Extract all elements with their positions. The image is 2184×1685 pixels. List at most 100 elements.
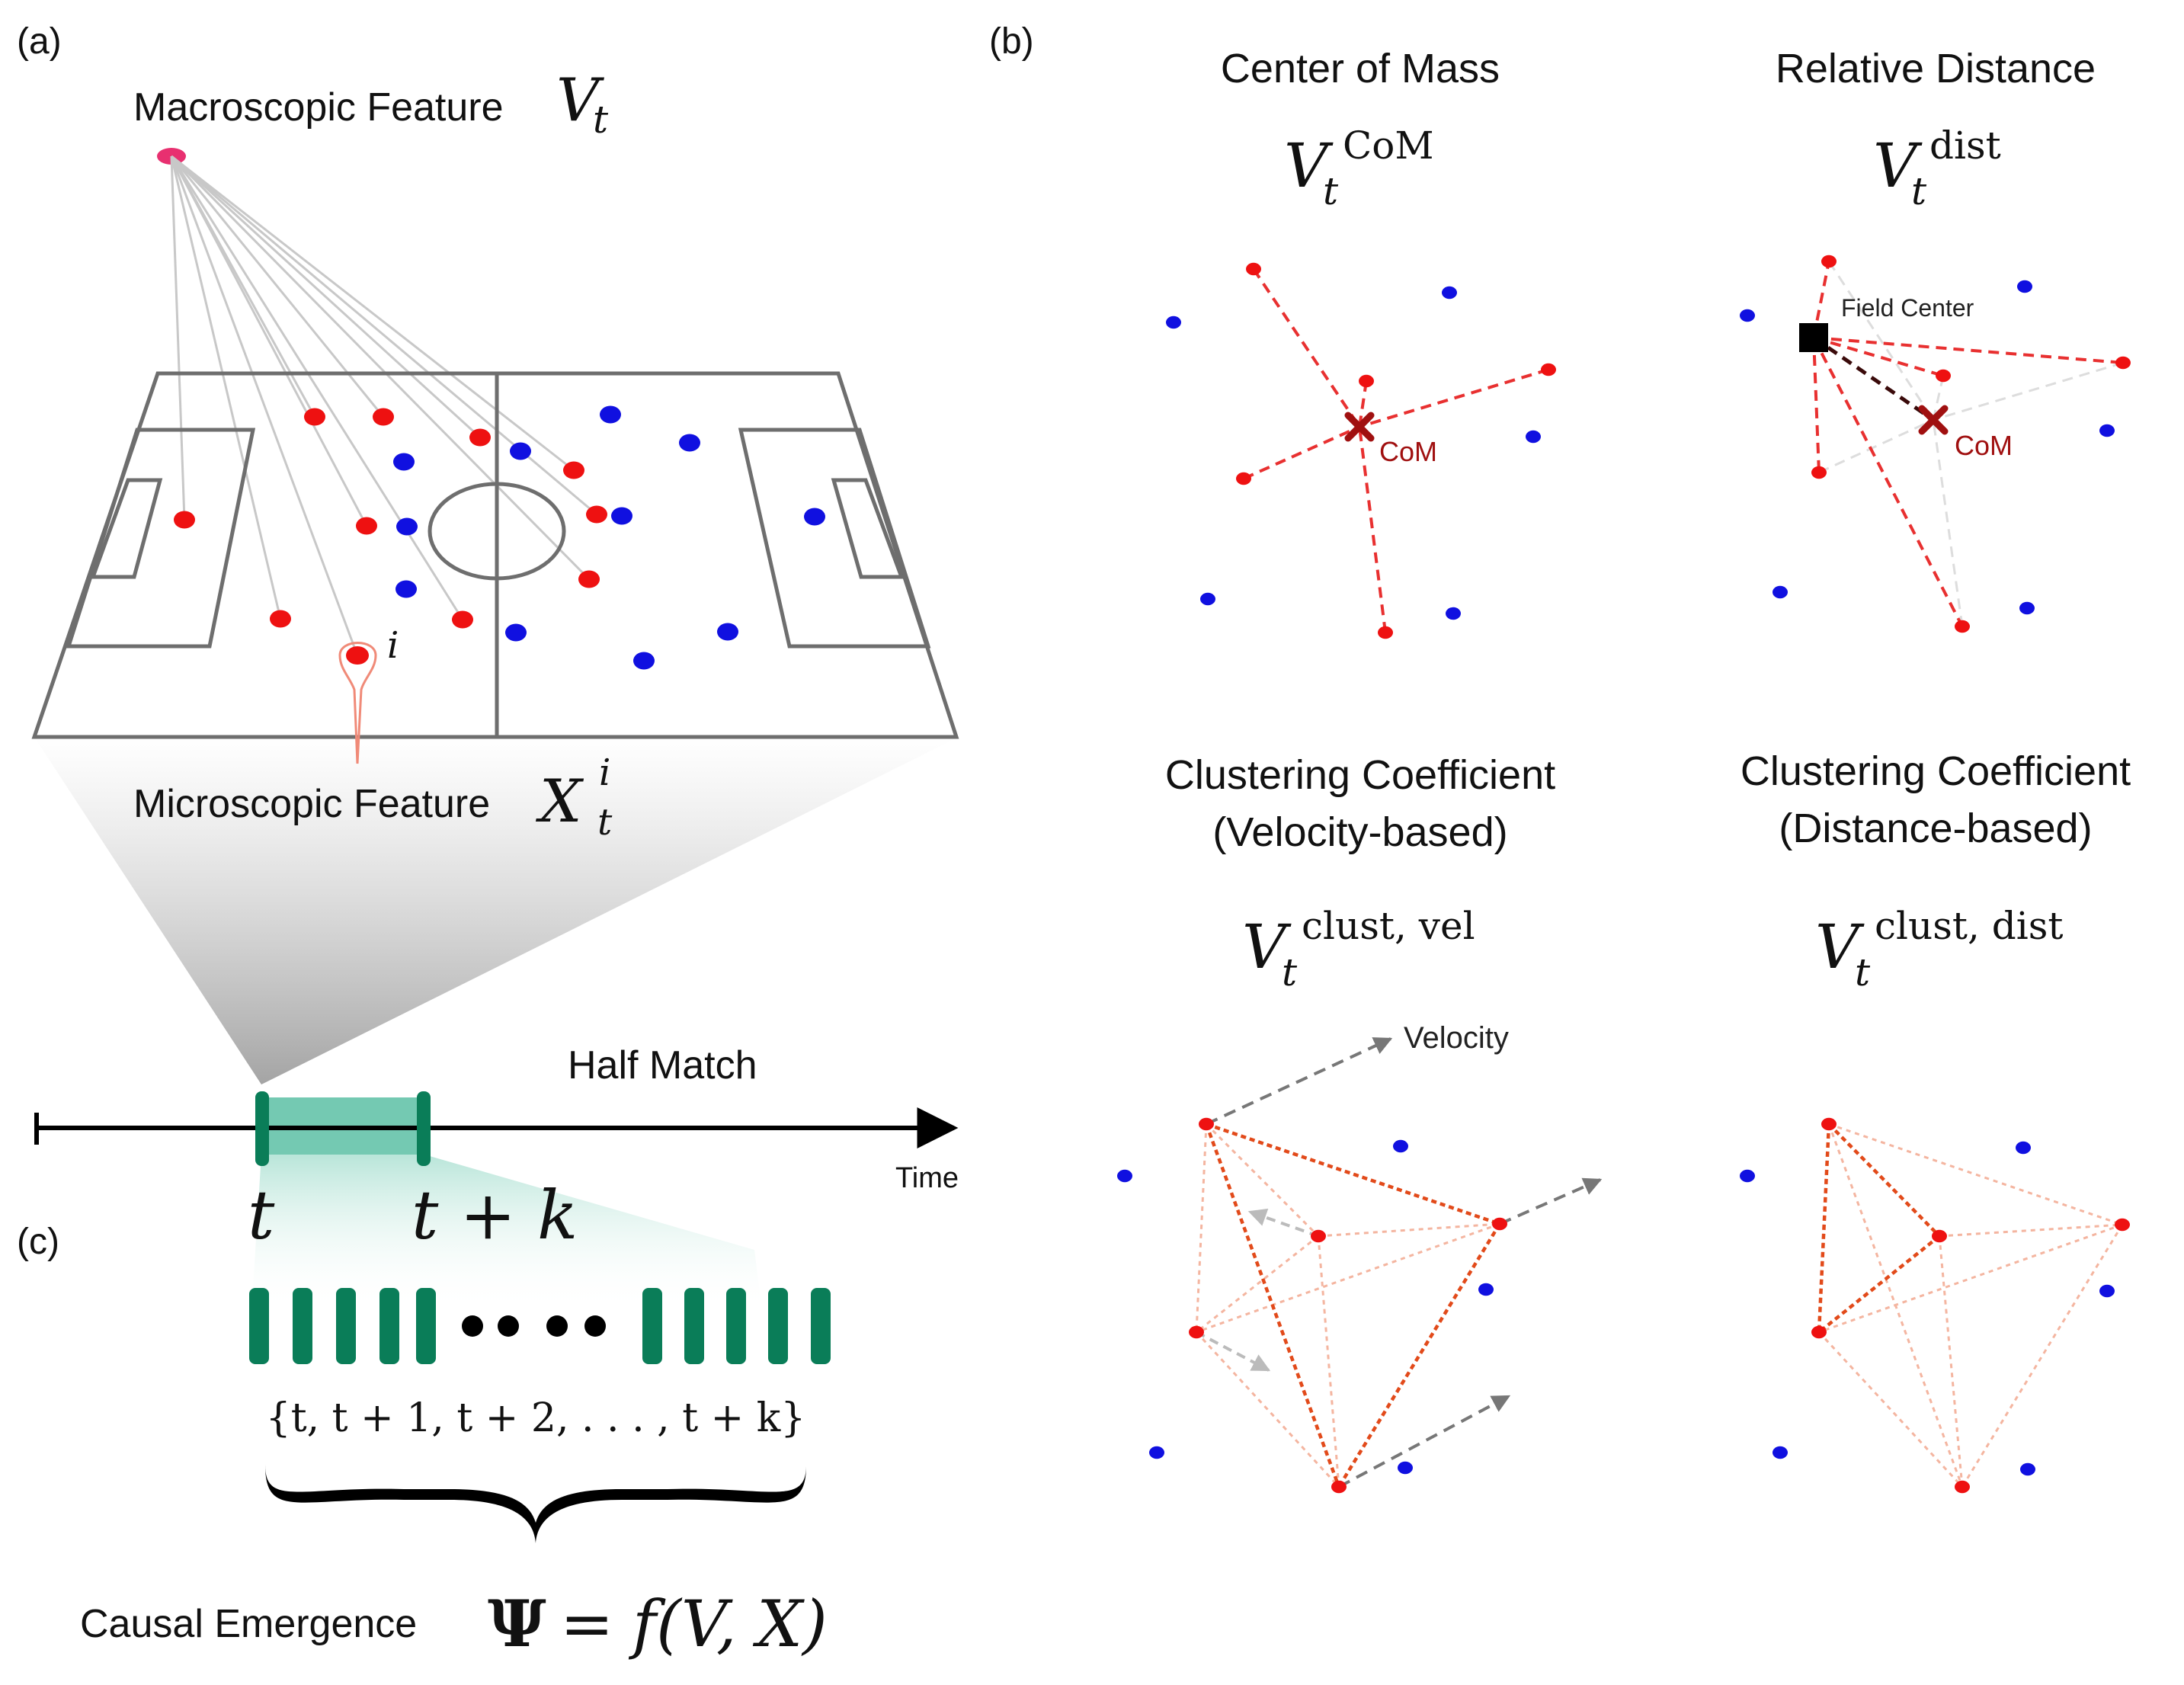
macro-feature-label: Macroscopic Feature <box>133 85 504 130</box>
macro-connection-line <box>170 155 591 581</box>
right-goal-box <box>831 478 905 579</box>
red-player <box>373 408 394 426</box>
micro-feature-label: Microscopic Feature <box>133 782 490 826</box>
weak-edge <box>1938 1235 1964 1488</box>
frame-bar <box>768 1288 788 1364</box>
com-marker-label: CoM <box>1379 436 1437 467</box>
dist-title: Relative Distance <box>1776 46 2096 91</box>
red-player <box>356 517 377 535</box>
weak-edge <box>1828 1123 2123 1226</box>
window-start-marker <box>255 1091 269 1166</box>
blue-player <box>611 507 632 525</box>
cvel-symbol: V t clust, vel <box>1242 904 1475 995</box>
velocity-label: Velocity <box>1404 1021 1509 1055</box>
com-link <box>1243 425 1360 480</box>
cvel-title-line1: Clustering Coefficient <box>1165 752 1555 798</box>
cdist-symbol-v: V <box>1815 911 1865 982</box>
blue-player <box>1740 1169 1755 1183</box>
panel-a-label: (a) <box>17 21 62 62</box>
curly-brace <box>265 1465 806 1543</box>
com-diagram <box>1166 262 1556 639</box>
weak-edge <box>1939 1223 2123 1238</box>
weak-edge <box>1817 1331 1964 1488</box>
blue-player <box>1442 286 1457 300</box>
blue-player <box>1200 592 1215 606</box>
emergence-function: f(V, X) <box>628 1587 828 1661</box>
frame-bar <box>293 1288 312 1364</box>
blue-player <box>804 508 825 526</box>
weak-edge <box>1195 1331 1340 1488</box>
cvel-symbol-v: V <box>1242 911 1292 982</box>
blue-player <box>393 453 415 471</box>
weak-edge <box>1205 1123 1320 1238</box>
macro-feature-subscript: t <box>593 98 609 142</box>
cvel-symbol-sup: clust, vel <box>1302 904 1475 948</box>
field-center-link <box>1812 261 1830 338</box>
com-link <box>1358 380 1368 428</box>
dist-com-marker <box>1918 405 1949 435</box>
blue-player <box>2017 280 2032 293</box>
red-player <box>563 461 584 479</box>
com-link <box>1818 418 1934 474</box>
time-window-fan <box>251 1155 762 1311</box>
red-player <box>1359 374 1374 388</box>
strong-edge <box>1817 1123 1831 1333</box>
micro-feature-subscript: t <box>597 801 613 844</box>
blue-player <box>633 652 655 670</box>
player-i <box>346 646 369 665</box>
strong-edge <box>1337 1222 1501 1488</box>
blue-player <box>1398 1461 1413 1475</box>
micro-feature-superscript: i <box>599 751 610 794</box>
dist-symbol-v: V <box>1873 130 1923 201</box>
panel-c-label: (c) <box>17 1222 59 1262</box>
frame-bar <box>249 1288 269 1364</box>
cdist-diagram <box>1740 1117 2130 1494</box>
blue-player <box>2099 424 2115 437</box>
blue-player <box>2099 1284 2115 1298</box>
field-center-com-link <box>1812 335 1935 422</box>
blue-player <box>1117 1169 1132 1183</box>
frame-bar <box>379 1288 399 1364</box>
blue-player <box>1772 585 1788 599</box>
pitch-players <box>174 405 825 670</box>
cvel-title-line2: (Velocity-based) <box>1212 809 1507 855</box>
velocity-arrow <box>1338 1395 1511 1488</box>
causal-emergence-label: Causal Emergence <box>80 1602 417 1646</box>
ellipsis-dot <box>546 1315 568 1337</box>
left-goal-box <box>90 478 163 579</box>
dist-com-marker-label: CoM <box>1955 430 2013 461</box>
ellipsis-dots <box>462 1315 606 1337</box>
strong-edge <box>1204 1123 1341 1488</box>
micro-feature-symbol: X <box>535 767 584 836</box>
red-player <box>2115 1218 2130 1232</box>
weak-edge <box>1196 1235 1319 1334</box>
macro-connection-line <box>171 155 575 472</box>
red-player <box>1236 472 1251 485</box>
red-player <box>578 570 600 588</box>
weak-edge <box>1195 1123 1208 1333</box>
right-penalty-box <box>738 428 931 649</box>
red-player <box>1492 1217 1507 1231</box>
com-symbol-sup: CoM <box>1343 123 1434 168</box>
red-player <box>1811 466 1827 479</box>
panel-b: (b) Center of Mass Relative Distance Clu… <box>989 21 2131 1494</box>
dist-diagram <box>1740 255 2131 633</box>
blue-player <box>1526 430 1541 444</box>
com-symbol: V t CoM <box>1284 123 1434 213</box>
macro-connection-line <box>170 155 359 656</box>
weak-edge <box>1818 1223 2123 1334</box>
weak-edge <box>1317 1235 1340 1488</box>
blue-player <box>1446 607 1461 620</box>
cdist-title-line2: (Distance-based) <box>1779 806 2092 851</box>
field-center-label: Field Center <box>1841 294 1974 322</box>
red-player <box>469 428 491 447</box>
com-link <box>1359 368 1549 428</box>
blue-player <box>396 517 418 536</box>
dist-symbol-sub: t <box>1911 169 1927 213</box>
velocity-arrow <box>1206 1037 1393 1126</box>
cvel-symbol-sub: t <box>1282 950 1298 995</box>
red-player <box>1311 1229 1326 1243</box>
blue-player <box>679 434 700 452</box>
field-center-link <box>1813 336 1944 377</box>
